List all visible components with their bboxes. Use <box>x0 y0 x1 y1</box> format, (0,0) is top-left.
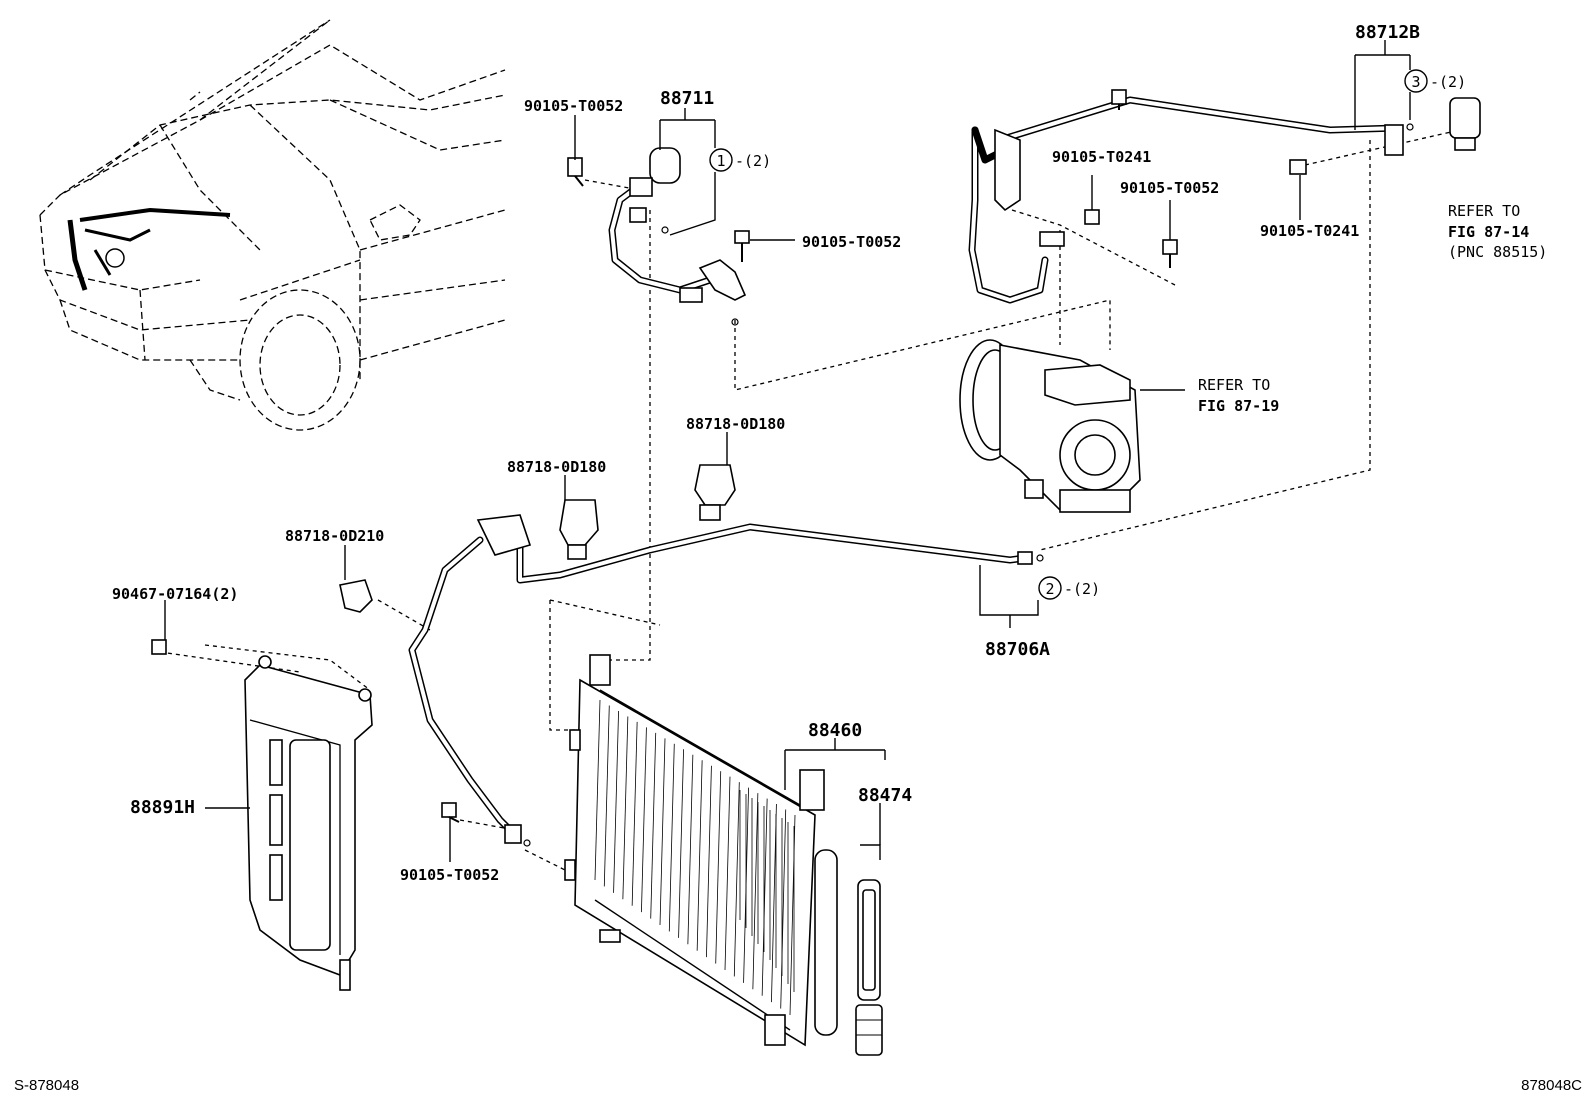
condenser-illustration <box>564 654 838 1047</box>
condenser-fin <box>641 727 647 913</box>
desiccant-illustration <box>855 879 883 1056</box>
clamp-icon <box>694 464 736 521</box>
svg-text:REFER TO: REFER TO <box>1198 376 1270 394</box>
svg-text:REFER TO: REFER TO <box>1448 202 1520 220</box>
condenser-fin <box>752 793 759 990</box>
clamp-icon <box>559 499 599 560</box>
part-label-88891h[interactable]: 88891H <box>130 797 195 818</box>
svg-text:-(2): -(2) <box>1064 580 1100 598</box>
radiator-shroud-illustration <box>244 655 373 991</box>
part-label-88460[interactable]: 88460 <box>808 720 862 741</box>
receiver-reference[interactable]: REFER TO FIG 87-14 (PNC 88515) <box>1448 202 1547 261</box>
condenser-fins <box>594 699 796 1016</box>
bolt-icon <box>1289 159 1307 175</box>
callout-3: 3 -(2) <box>1404 69 1466 93</box>
svg-text:FIG 87-19: FIG 87-19 <box>1198 397 1279 415</box>
part-label-88718-0d180-lower[interactable]: 88718-0D180 <box>507 458 606 476</box>
bolt-icon <box>1162 239 1178 268</box>
condenser-fin <box>613 710 619 893</box>
condenser-fin <box>594 699 601 881</box>
part-label-88712b[interactable]: 88712B <box>1355 22 1420 43</box>
condenser-fin <box>687 754 694 945</box>
condenser-fin <box>706 765 712 958</box>
vehicle-locator-illustration <box>39 19 506 431</box>
part-label-90105-t0241-b[interactable]: 90105-T0241 <box>1260 222 1359 240</box>
part-label-88474[interactable]: 88474 <box>858 785 912 806</box>
condenser-fin <box>659 738 666 926</box>
condenser-fin <box>696 760 703 951</box>
condenser-fin <box>650 732 657 919</box>
svg-text:3: 3 <box>1411 73 1420 91</box>
compressor-reference[interactable]: REFER TO FIG 87-19 <box>1198 376 1279 415</box>
part-label-90105-t0052-d[interactable]: 90105-T0052 <box>400 866 499 884</box>
bolt-icon <box>567 157 584 187</box>
condenser-fin <box>622 716 629 900</box>
refrigerant-pipes <box>408 96 1404 834</box>
part-label-90467-07164[interactable]: 90467-07164(2) <box>112 585 238 603</box>
figure-code: 878048C <box>1521 1077 1582 1094</box>
condenser-fin <box>780 809 787 1009</box>
part-label-90105-t0052-a[interactable]: 90105-T0052 <box>524 97 623 115</box>
clamp-icon <box>339 579 373 613</box>
part-label-88711[interactable]: 88711 <box>660 88 714 109</box>
svg-text:2: 2 <box>1045 580 1054 598</box>
condenser-fin <box>724 776 731 971</box>
illustration-code: S-878048 <box>14 1077 79 1094</box>
part-label-90105-t0052-c[interactable]: 90105-T0052 <box>1120 179 1219 197</box>
bolt-icon <box>1084 209 1100 225</box>
part-labels: 88712B 88711 88706A 88460 88474 88891H 8… <box>112 22 1420 884</box>
condenser-fin <box>733 782 740 977</box>
bolt-icon <box>734 230 750 262</box>
callout-1: 1 -(2) <box>709 148 771 172</box>
leader-lines <box>164 40 1411 862</box>
part-label-90105-t0052-b[interactable]: 90105-T0052 <box>802 233 901 251</box>
condenser-fin <box>761 798 768 996</box>
condenser-fin <box>771 804 777 1003</box>
small-parts <box>151 89 1481 847</box>
condenser-fin <box>668 743 675 932</box>
bolt-icon <box>151 639 167 655</box>
condenser-fin <box>715 771 722 964</box>
svg-text:-(2): -(2) <box>1430 73 1466 91</box>
svg-text:-(2): -(2) <box>735 152 771 170</box>
condenser-fin <box>603 705 610 887</box>
svg-text:(PNC 88515): (PNC 88515) <box>1448 243 1547 261</box>
compressor-illustration <box>959 339 1141 513</box>
part-label-88718-0d180-upper[interactable]: 88718-0D180 <box>686 415 785 433</box>
part-label-88718-0d210[interactable]: 88718-0D210 <box>285 527 384 545</box>
callout-2: 2 -(2) <box>1038 576 1100 600</box>
condenser-fin <box>678 749 684 938</box>
receiver-drier-icon <box>1449 97 1481 151</box>
part-label-90105-t0241-a[interactable]: 90105-T0241 <box>1052 148 1151 166</box>
svg-text:1: 1 <box>716 152 725 170</box>
svg-text:FIG 87-14: FIG 87-14 <box>1448 223 1529 241</box>
part-label-88706a[interactable]: 88706A <box>985 639 1050 660</box>
condenser-fin <box>631 721 638 906</box>
bolt-icon <box>1111 89 1127 110</box>
